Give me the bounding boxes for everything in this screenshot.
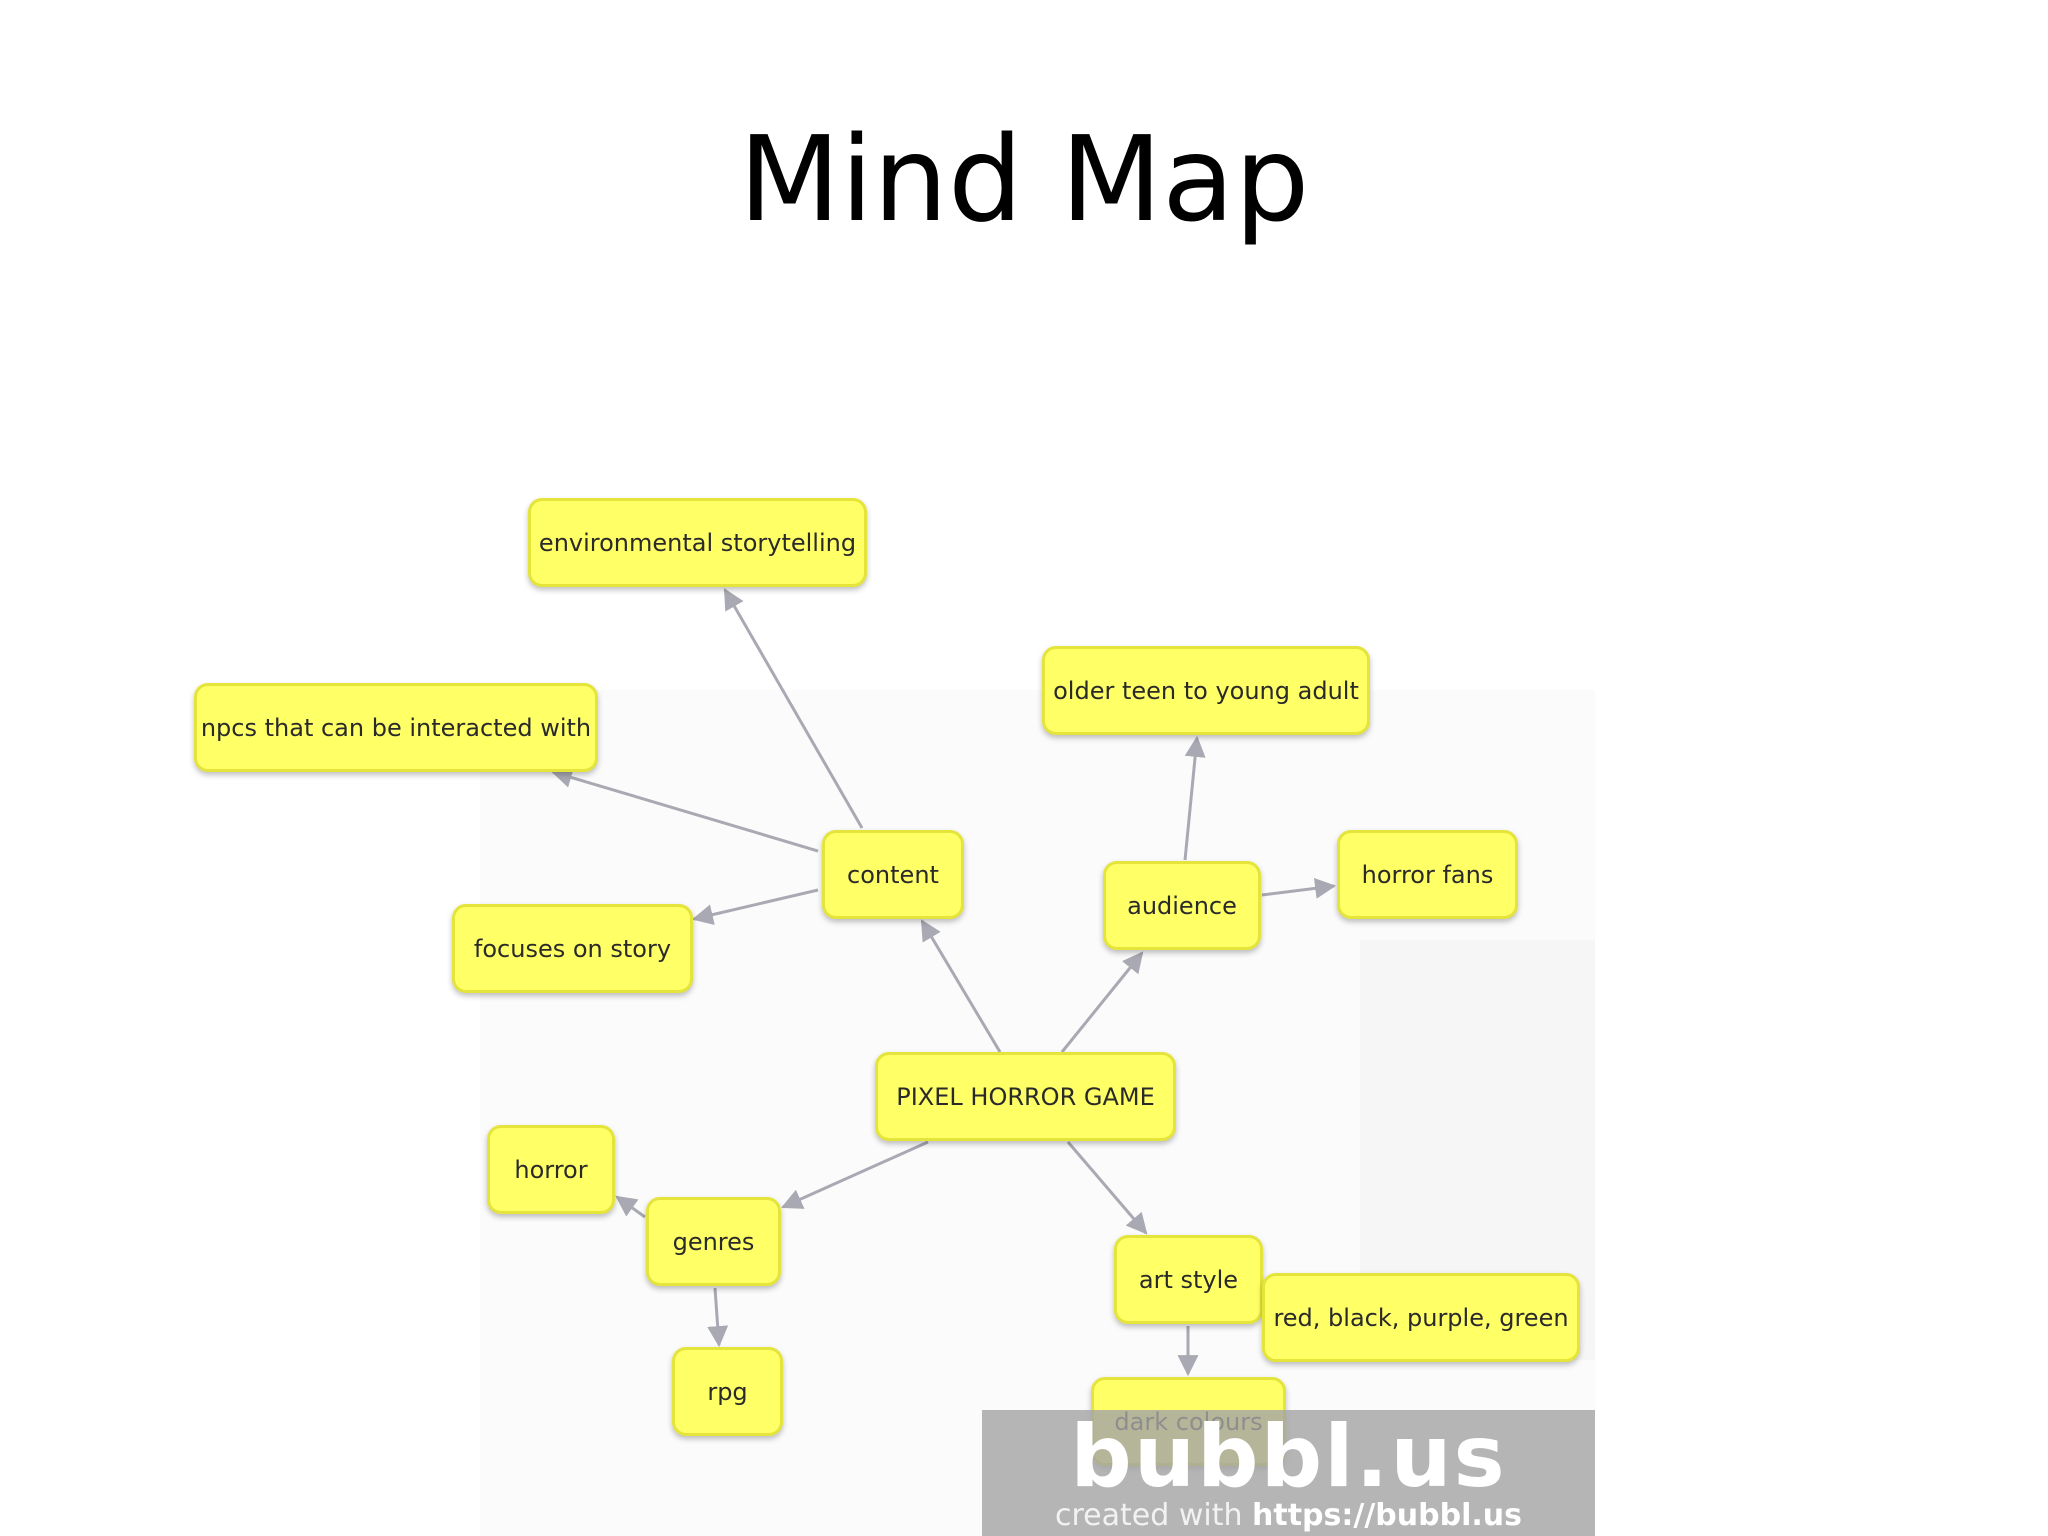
node-root[interactable]: PIXEL HORROR GAME (875, 1052, 1176, 1141)
node-art-style[interactable]: art style (1114, 1235, 1263, 1324)
watermark-prefix: created with (1055, 1498, 1253, 1533)
node-older-teen[interactable]: older teen to young adult (1042, 646, 1370, 735)
node-audience[interactable]: audience (1103, 861, 1261, 950)
node-genres[interactable]: genres (646, 1197, 781, 1286)
edge-content-focuses (691, 888, 819, 925)
edge-genres-horror (615, 1195, 646, 1219)
node-focuses-on-story[interactable]: focuses on story (452, 904, 693, 993)
node-environmental-storytelling[interactable]: environmental storytelling (528, 498, 867, 587)
bubbl-watermark: bubbl.us created with https://bubbl.us (982, 1410, 1595, 1536)
bubbl-logo: bubbl.us (1070, 1407, 1507, 1507)
node-content[interactable]: content (822, 830, 964, 919)
edge-genres-rpg (707, 1287, 729, 1348)
node-horror-fans[interactable]: horror fans (1337, 830, 1518, 919)
edge-root-genres (781, 1140, 929, 1209)
node-colors[interactable]: red, black, purple, green (1262, 1273, 1580, 1362)
edge-content-npcs (550, 767, 819, 853)
edge-root-content (920, 919, 1002, 1053)
node-npcs[interactable]: npcs that can be interacted with (194, 683, 598, 772)
watermark-url: https://bubbl.us (1252, 1498, 1522, 1533)
node-rpg[interactable]: rpg (672, 1347, 783, 1436)
edge-audience-older-teen (1183, 735, 1206, 861)
node-horror[interactable]: horror (487, 1125, 615, 1214)
edge-root-art-style (1066, 1141, 1148, 1235)
slide-title: Mind Map (738, 110, 1310, 248)
edge-content-environmental (723, 588, 864, 829)
edge-audience-horror-fans (1261, 877, 1337, 899)
watermark-credit: created with https://bubbl.us (982, 1498, 1595, 1533)
edge-root-audience (1060, 951, 1144, 1053)
